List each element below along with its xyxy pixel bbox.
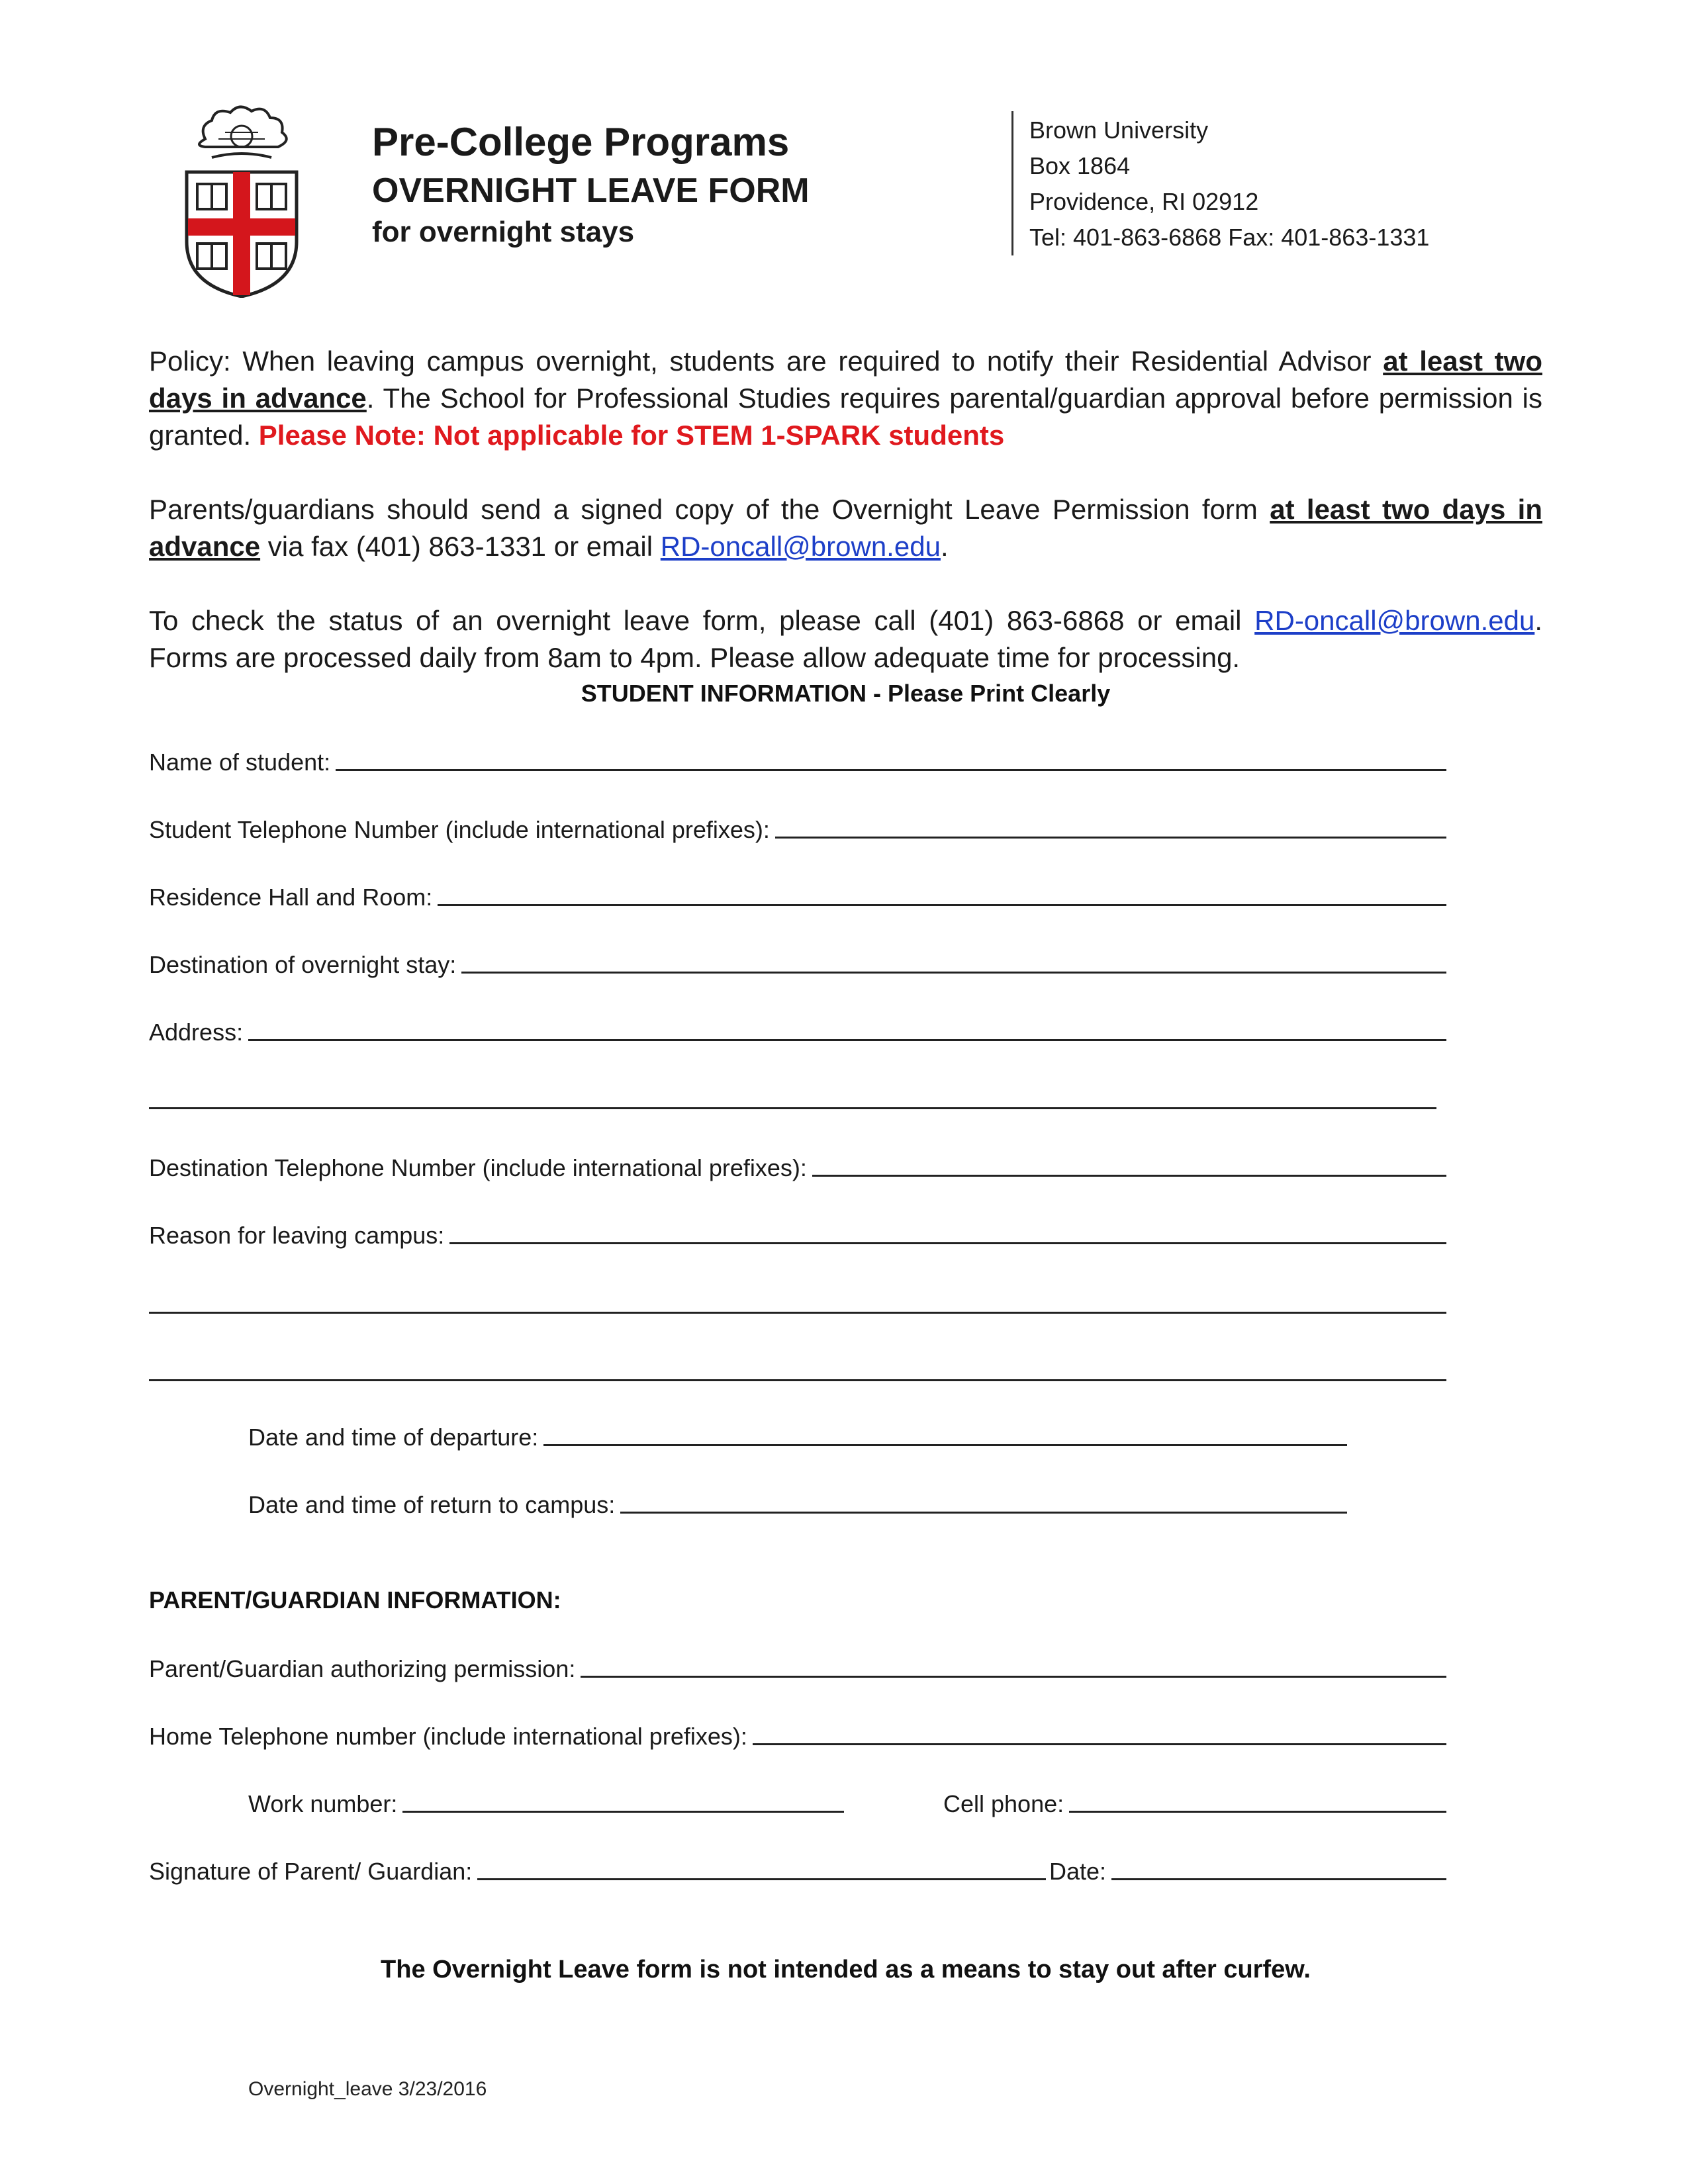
status-text: To check the status of an overnight leav… [149, 605, 1255, 636]
email-link[interactable]: RD-oncall@brown.edu [660, 531, 941, 562]
status-email-link[interactable]: RD-oncall@brown.edu [1254, 605, 1535, 636]
fill-line[interactable] [812, 1175, 1446, 1177]
field-label: Name of student: [149, 749, 331, 776]
field-label: Student Telephone Number (include intern… [149, 816, 770, 843]
submission-period: . [940, 531, 949, 562]
fill-line[interactable] [402, 1811, 844, 1813]
fill-line[interactable] [620, 1512, 1347, 1514]
field-label: Destination Telephone Number (include in… [149, 1154, 807, 1181]
residence-field[interactable]: Residence Hall and Room: [149, 880, 1446, 911]
field-label: Cell phone: [943, 1790, 1064, 1817]
submission-text-cont: via fax (401) 863-1331 or email [260, 531, 661, 562]
cell-phone-field[interactable]: Cell phone: [943, 1786, 1446, 1818]
header-divider [1011, 111, 1013, 255]
address-field[interactable]: Address: [149, 1015, 1446, 1046]
submission-paragraph: Parents/guardians should send a signed c… [149, 491, 1542, 565]
address-line-1: Brown University [1029, 116, 1209, 144]
field-label: Residence Hall and Room: [149, 884, 433, 911]
field-label: Date: [1049, 1858, 1107, 1885]
field-label: Address: [149, 1019, 244, 1046]
fill-line[interactable] [438, 904, 1446, 906]
home-phone-field[interactable]: Home Telephone number (include internati… [149, 1719, 1446, 1751]
address-line-3: Providence, RI 02912 [1029, 188, 1259, 215]
submission-emphasis: at least two days in advance [149, 494, 1542, 562]
policy-text-cont: . The School for Professional Studies re… [149, 383, 1542, 451]
field-label: Parent/Guardian authorizing permission: [149, 1655, 576, 1682]
signature-field[interactable]: Signature of Parent/ Guardian: [149, 1854, 1046, 1886]
fill-line[interactable] [774, 837, 1446, 839]
field-label: Home Telephone number (include internati… [149, 1723, 747, 1750]
field-label: Destination of overnight stay: [149, 951, 457, 978]
program-title: Pre-College Programs [372, 120, 790, 164]
student-info-heading: STUDENT INFORMATION - Please Print Clear… [581, 680, 1111, 707]
destination-field[interactable]: Destination of overnight stay: [149, 947, 1446, 979]
revision-stamp: Overnight_leave 3/23/2016 [248, 2078, 487, 2100]
authorizing-parent-field[interactable]: Parent/Guardian authorizing permission: [149, 1651, 1446, 1683]
fill-line[interactable] [248, 1039, 1446, 1041]
destination-phone-field[interactable]: Destination Telephone Number (include in… [149, 1150, 1446, 1182]
field-label: Signature of Parent/ Guardian: [149, 1858, 473, 1885]
fill-line[interactable] [336, 769, 1446, 771]
student-phone-field[interactable]: Student Telephone Number (include intern… [149, 812, 1446, 844]
reason-field[interactable]: Reason for leaving campus: [149, 1218, 1446, 1250]
field-label: Work number: [248, 1790, 398, 1817]
fill-line[interactable] [581, 1676, 1446, 1678]
field-label: Date and time of departure: [248, 1424, 539, 1451]
reason-line-3[interactable] [149, 1379, 1446, 1381]
address-line-2: Box 1864 [1029, 152, 1131, 179]
date-field[interactable]: Date: [1049, 1854, 1446, 1886]
address-line-2-fill[interactable] [149, 1107, 1436, 1109]
stem-spark-note: Please Note: Not applicable for STEM 1-S… [258, 420, 1005, 451]
status-paragraph: To check the status of an overnight leav… [149, 602, 1542, 676]
submission-text: Parents/guardians should send a signed c… [149, 494, 1270, 525]
fill-line[interactable] [1069, 1811, 1446, 1813]
brown-university-seal-logo [185, 105, 299, 298]
fill-line[interactable] [461, 972, 1446, 974]
status-text-cont: . Forms are processed daily from 8am to … [149, 605, 1542, 673]
fill-line[interactable] [449, 1242, 1446, 1244]
curfew-note: The Overnight Leave form is not intended… [381, 1956, 1311, 1983]
parent-info-heading: PARENT/GUARDIAN INFORMATION: [149, 1586, 561, 1614]
policy-text: Policy: When leaving campus overnight, s… [149, 345, 1383, 377]
fill-line[interactable] [477, 1878, 1046, 1880]
field-label: Date and time of return to campus: [248, 1491, 616, 1518]
departure-field[interactable]: Date and time of departure: [248, 1420, 1347, 1451]
field-label: Reason for leaving campus: [149, 1222, 445, 1249]
form-subtitle: for overnight stays [372, 216, 635, 248]
address-line-4: Tel: 401-863-6868 Fax: 401-863-1331 [1029, 224, 1430, 251]
fill-line[interactable] [752, 1743, 1446, 1745]
return-field[interactable]: Date and time of return to campus: [248, 1487, 1347, 1519]
policy-paragraph: Policy: When leaving campus overnight, s… [149, 343, 1542, 454]
student-name-field[interactable]: Name of student: [149, 745, 1446, 776]
fill-line[interactable] [1111, 1878, 1446, 1880]
policy-emphasis: at least two days in advance [149, 345, 1542, 414]
reason-line-2[interactable] [149, 1312, 1446, 1314]
work-number-field[interactable]: Work number: [248, 1786, 844, 1818]
fill-line[interactable] [543, 1444, 1347, 1446]
form-title: OVERNIGHT LEAVE FORM [372, 171, 810, 210]
